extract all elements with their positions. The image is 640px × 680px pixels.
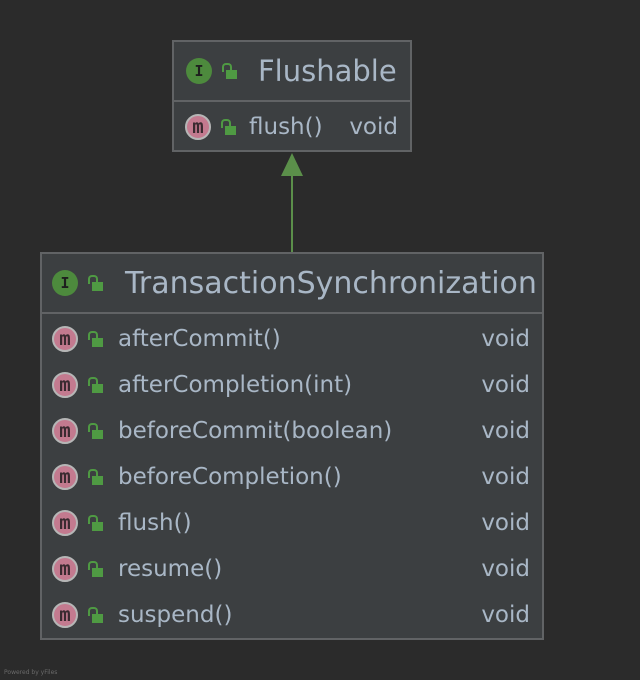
class-node-transaction-synchronization[interactable]: I TransactionSynchronization m afterComm… bbox=[40, 252, 544, 640]
return-type: void bbox=[481, 510, 530, 536]
method-icon: m bbox=[52, 372, 78, 398]
class-name: Flushable bbox=[258, 54, 397, 88]
method-icon: m bbox=[52, 464, 78, 490]
method-name: beforeCommit(boolean) bbox=[118, 418, 393, 444]
return-type: void bbox=[481, 372, 530, 398]
powered-by-footer: Powered by yFiles bbox=[4, 669, 58, 676]
method-name: resume() bbox=[118, 556, 223, 582]
member-list: m flush() void bbox=[174, 102, 410, 152]
method-icon: m bbox=[52, 418, 78, 444]
member-row[interactable]: m flush() void bbox=[42, 500, 542, 546]
inheritance-arrowhead bbox=[281, 153, 303, 176]
member-row[interactable]: m flush() void bbox=[174, 102, 410, 152]
member-row[interactable]: m resume() void bbox=[42, 546, 542, 592]
public-lock-icon bbox=[88, 273, 103, 293]
member-row[interactable]: m afterCompletion(int) void bbox=[42, 362, 542, 408]
return-type: void bbox=[481, 556, 530, 582]
member-row[interactable]: m beforeCompletion() void bbox=[42, 454, 542, 500]
public-lock-icon bbox=[222, 61, 237, 81]
method-icon: m bbox=[185, 114, 211, 140]
member-row[interactable]: m beforeCommit(boolean) void bbox=[42, 408, 542, 454]
return-type: void bbox=[481, 418, 530, 444]
method-icon: m bbox=[52, 556, 78, 582]
method-name: beforeCompletion() bbox=[118, 464, 342, 490]
class-name: TransactionSynchronization bbox=[125, 265, 537, 301]
return-type: void bbox=[481, 326, 530, 352]
interface-icon: I bbox=[186, 58, 212, 84]
return-type: void bbox=[349, 114, 398, 140]
class-header: I Flushable bbox=[174, 42, 410, 102]
public-lock-icon bbox=[88, 559, 103, 579]
public-lock-icon bbox=[88, 467, 103, 487]
member-row[interactable]: m suspend() void bbox=[42, 592, 542, 638]
member-row[interactable]: m afterCommit() void bbox=[42, 316, 542, 362]
method-name: suspend() bbox=[118, 602, 233, 628]
method-icon: m bbox=[52, 326, 78, 352]
public-lock-icon bbox=[88, 329, 103, 349]
public-lock-icon bbox=[88, 513, 103, 533]
public-lock-icon bbox=[88, 605, 103, 625]
method-name: flush() bbox=[118, 510, 192, 536]
class-node-flushable[interactable]: I Flushable m flush() void bbox=[172, 40, 412, 152]
method-name: afterCompletion(int) bbox=[118, 372, 353, 398]
public-lock-icon bbox=[88, 375, 103, 395]
method-name: flush() bbox=[249, 114, 323, 140]
interface-icon: I bbox=[52, 270, 78, 296]
member-list: m afterCommit() void m afterCompletion(i… bbox=[42, 314, 542, 638]
return-type: void bbox=[481, 464, 530, 490]
public-lock-icon bbox=[88, 421, 103, 441]
return-type: void bbox=[481, 602, 530, 628]
method-icon: m bbox=[52, 510, 78, 536]
class-header: I TransactionSynchronization bbox=[42, 254, 542, 314]
method-icon: m bbox=[52, 602, 78, 628]
method-name: afterCommit() bbox=[118, 326, 281, 352]
public-lock-icon bbox=[221, 117, 236, 137]
